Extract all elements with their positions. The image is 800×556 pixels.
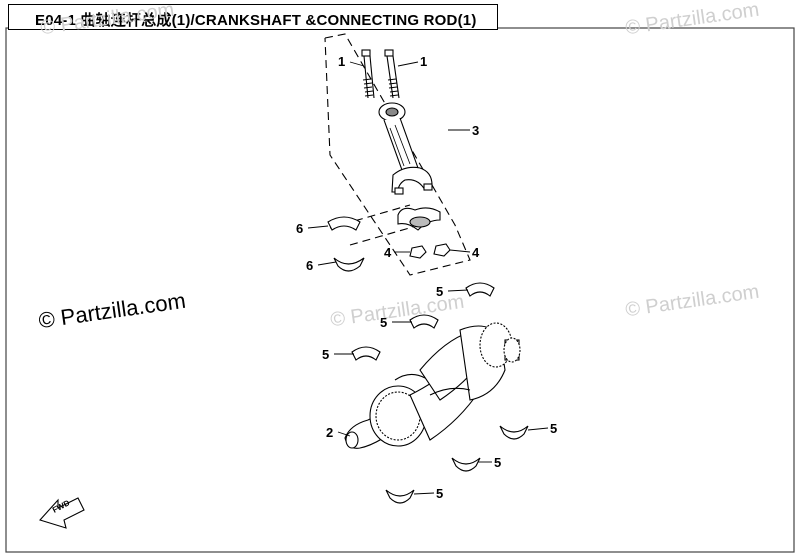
callout-nut-right: 4 bbox=[472, 245, 480, 260]
nut-left bbox=[409, 245, 427, 259]
rod-bearing-top bbox=[327, 216, 361, 231]
callout-connecting-rod: 3 bbox=[472, 123, 480, 138]
callout-main-bearing: 5 bbox=[436, 284, 444, 299]
callout-main-bearing: 5 bbox=[322, 347, 330, 362]
callout-main-bearing: 5 bbox=[494, 455, 502, 470]
callout-main-bearing: 5 bbox=[436, 486, 444, 501]
fwd-arrow-icon bbox=[39, 497, 85, 529]
callout-main-bearing: 5 bbox=[550, 421, 558, 436]
callout-rod-bearing-bottom: 6 bbox=[306, 258, 314, 273]
page-title: E04-1 曲轴连杆总成(1)/CRANKSHAFT &CONNECTING R… bbox=[35, 12, 477, 29]
callout-bolt-right: 1 bbox=[420, 54, 428, 69]
bolt-right bbox=[384, 49, 400, 99]
callout-rod-bearing-top: 6 bbox=[296, 221, 304, 236]
nut-right bbox=[433, 243, 451, 257]
title-box: E04-1 曲轴连杆总成(1)/CRANKSHAFT &CONNECTING R… bbox=[8, 4, 498, 30]
main-bearing bbox=[351, 282, 529, 504]
rod-cap bbox=[397, 207, 441, 231]
leader-lines bbox=[307, 61, 549, 495]
callout-bolt-left: 1 bbox=[338, 54, 346, 69]
callout-main-bearing: 5 bbox=[380, 315, 388, 330]
crankshaft bbox=[344, 322, 521, 449]
bolt-left bbox=[361, 49, 375, 99]
callout-crankshaft: 2 bbox=[326, 425, 334, 440]
connecting-rod bbox=[378, 102, 433, 195]
callout-nut-left: 4 bbox=[384, 245, 392, 260]
rod-bearing-bottom bbox=[333, 257, 365, 272]
